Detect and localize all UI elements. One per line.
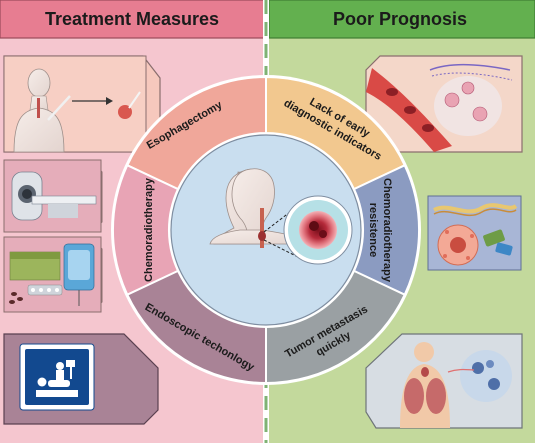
tumor-magnified (283, 195, 353, 265)
label-resistance-line2: resistence (367, 203, 379, 257)
right-panel-title: Poor Prognosis (333, 9, 467, 29)
specimen-icon (118, 105, 132, 119)
tumor-site-icon (258, 231, 266, 241)
monitor-icon (66, 360, 75, 367)
endoscopy-illustration (3, 333, 159, 425)
tumor-icon (299, 211, 337, 249)
patient-icon (37, 377, 47, 387)
lung-left-icon (404, 378, 424, 414)
radiotherapy-machine-illustration (3, 159, 103, 233)
patient-head-icon (27, 68, 51, 98)
esophagectomy-illustration (3, 55, 161, 153)
lung-right-icon (426, 378, 446, 414)
blood-vessel-cells-illustration (365, 55, 523, 153)
metastasis-illustration (365, 333, 523, 429)
label-chemoradiotherapy-resistance: Chemoradiotherapy resistence (367, 178, 393, 283)
esophagus-icon (260, 208, 264, 248)
left-panel-title: Treatment Measures (45, 9, 219, 29)
segment-tumor-metastasis (265, 269, 407, 385)
resistant-cell-illustration (427, 195, 522, 271)
left-header: Treatment Measures (0, 0, 265, 39)
label-chemoradiotherapy: Chemoradiotherapy (143, 177, 155, 282)
chemotherapy-drugs-illustration (3, 236, 103, 313)
right-header: Poor Prognosis (268, 0, 535, 39)
bed-icon (36, 390, 78, 397)
doctor-icon (56, 362, 64, 370)
human-head-icon (414, 342, 434, 362)
label-resistance-line1: Chemoradiotherapy (381, 178, 393, 283)
